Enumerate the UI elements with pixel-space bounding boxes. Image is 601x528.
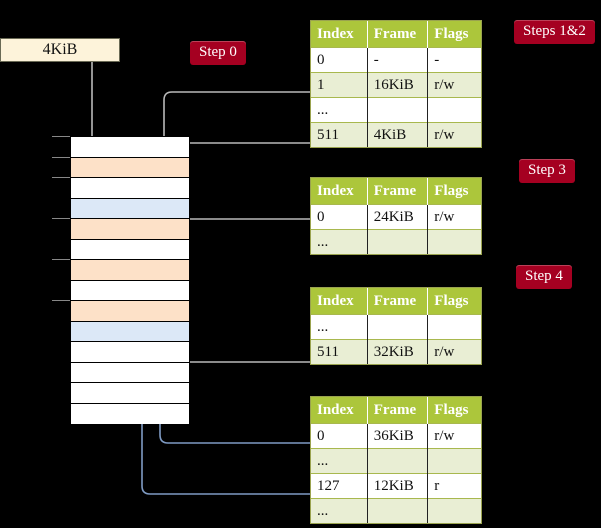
table-header-flags: Flags [427,288,481,315]
source-frame-box: 4KiB [0,38,120,62]
memory-frame-row [71,219,189,240]
memory-tick [52,300,70,301]
step-label-steps12: Steps 1&2 [514,20,595,44]
table-row: ... [311,97,481,123]
table-row: ... [311,314,481,340]
table-header-flags: Flags [427,397,481,424]
table-cell-frame: 12KiB [367,473,429,499]
memory-frame-row [71,178,189,199]
step-label-step0: Step 0 [190,41,246,65]
table-cell-frame: 24KiB [367,204,429,230]
memory-frame-row [71,383,189,404]
table-cell-flags: r [427,473,481,499]
table-cell-frame: 32KiB [367,339,429,364]
table-cell-index: ... [311,97,368,123]
memory-frame-row [71,280,189,301]
table-cell-flags [427,448,481,474]
memory-frame-row [71,260,189,281]
step-label-step3: Step 3 [519,159,575,183]
memory-frame-row [71,362,189,383]
table-cell-index: 511 [311,122,368,147]
table-header-flags: Flags [427,21,481,48]
table-cell-index: ... [311,448,368,474]
memory-frame-row [71,301,189,322]
physical-memory-column [70,136,190,424]
table-cell-index: ... [311,498,368,523]
memory-tick [52,259,70,260]
table-row: 0-- [311,47,481,73]
source-frame-label: 4KiB [42,41,78,58]
table-cell-frame [367,229,429,254]
table-header-index: Index [311,178,368,205]
table-cell-flags: r/w [427,122,481,147]
table-cell-index: ... [311,314,368,340]
memory-tick [52,136,70,137]
table-cell-frame: - [367,47,429,73]
table-cell-flags [427,498,481,523]
table-cell-index: 1 [311,72,368,98]
table-header-frame: Frame [367,288,429,315]
table-cell-flags: - [427,47,481,73]
memory-frame-row [71,198,189,219]
table-cell-index: 511 [311,339,368,364]
memory-frame-row [71,137,189,158]
table-cell-flags [427,97,481,123]
table-cell-flags: r/w [427,423,481,449]
table-row: ... [311,498,481,523]
table-cell-frame: 36KiB [367,423,429,449]
table-cell-frame [367,97,429,123]
table-cell-flags: r/w [427,72,481,98]
memory-frame-row [71,321,189,342]
table-cell-flags: r/w [427,339,481,364]
table-cell-flags [427,229,481,254]
memory-tick [52,177,70,178]
memory-tick [52,157,70,158]
table-header-flags: Flags [427,178,481,205]
table-cell-index: 0 [311,47,368,73]
table-cell-frame: 16KiB [367,72,429,98]
table-cell-index: ... [311,229,368,254]
table-cell-frame [367,314,429,340]
table-cell-index: 0 [311,423,368,449]
table-header-frame: Frame [367,397,429,424]
table-header-index: Index [311,288,368,315]
table-row: ... [311,229,481,254]
table-cell-flags [427,314,481,340]
table-row: ... [311,448,481,474]
table-cell-frame [367,498,429,523]
memory-frame-row [71,239,189,260]
memory-tick [52,218,70,219]
table-cell-index: 127 [311,473,368,499]
table-header-frame: Frame [367,21,429,48]
table-header-index: Index [311,397,368,424]
table-cell-flags: r/w [427,204,481,230]
memory-frame-row [71,342,189,363]
table-header-index: Index [311,21,368,48]
table-cell-frame [367,448,429,474]
memory-frame-row [71,157,189,178]
table-cell-frame: 4KiB [367,122,429,147]
step-label-step4: Step 4 [516,265,572,289]
table-cell-index: 0 [311,204,368,230]
table-header-frame: Frame [367,178,429,205]
memory-frame-row [71,403,189,424]
